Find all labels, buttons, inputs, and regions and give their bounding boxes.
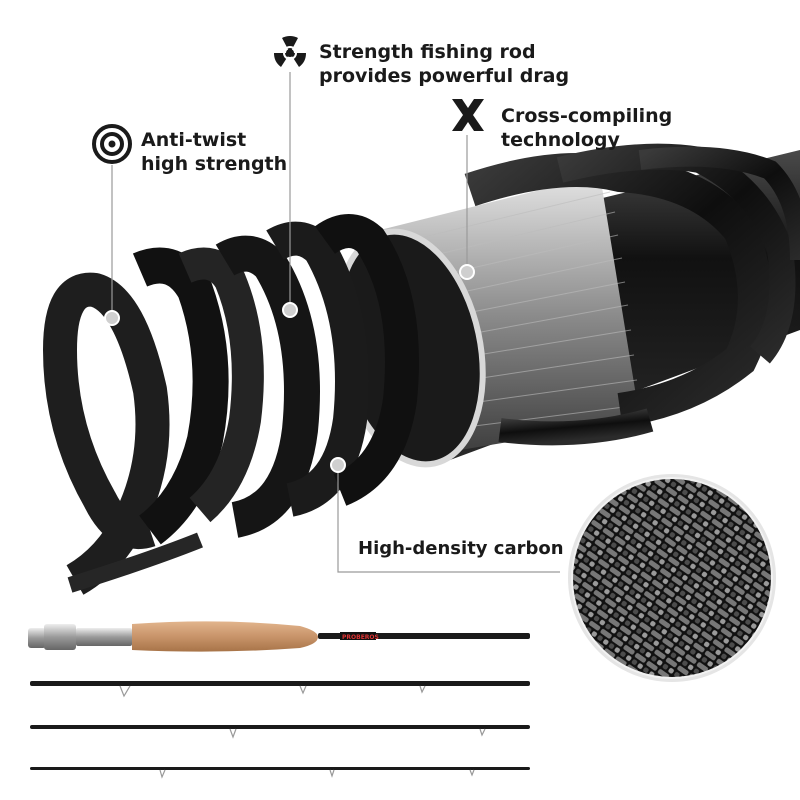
unwinding-ribbon bbox=[42, 214, 419, 595]
anti-twist-line1: Anti-twist bbox=[141, 129, 247, 151]
callout-lines bbox=[111, 72, 560, 573]
cross-compiling-line2: technology bbox=[501, 129, 620, 151]
anti-twist-label: Anti-twist high strength bbox=[141, 128, 287, 176]
high-density-carbon-label: High-density carbon bbox=[358, 537, 564, 561]
rod-section-tip bbox=[30, 767, 530, 779]
cross-compiling-line1: Cross-compiling bbox=[501, 105, 673, 127]
x-cross-icon bbox=[452, 99, 484, 131]
carbon-label-text: High-density carbon bbox=[358, 538, 564, 559]
strength-line1: Strength fishing rod bbox=[319, 41, 536, 63]
carbon-bands bbox=[464, 143, 800, 446]
carbon-weave-closeup bbox=[568, 474, 776, 682]
radiation-icon bbox=[273, 36, 307, 67]
rod-section-2 bbox=[30, 681, 530, 698]
anti-twist-line2: high strength bbox=[141, 153, 288, 175]
cross-compiling-label: Cross-compiling technology bbox=[501, 104, 672, 152]
rod-section-butt: PROBEROS bbox=[28, 621, 530, 652]
target-icon bbox=[92, 124, 132, 164]
callout-dots bbox=[104, 264, 475, 473]
rod-section-3 bbox=[30, 725, 530, 739]
rod-brand: PROBEROS bbox=[342, 634, 379, 641]
strength-line2: provides powerful drag bbox=[319, 65, 570, 87]
strength-label: Strength fishing rod provides powerful d… bbox=[319, 40, 569, 88]
rod-sections: PROBEROS bbox=[28, 621, 530, 779]
